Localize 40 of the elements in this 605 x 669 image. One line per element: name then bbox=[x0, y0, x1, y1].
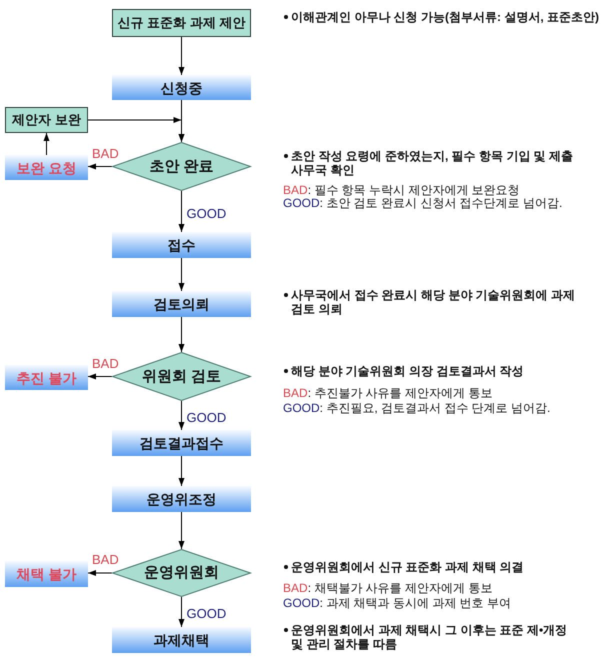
step-box: 접수 bbox=[112, 232, 251, 258]
note-text: GOOD: 초안 검토 완료시 신청서 접수단계로 넘어감. bbox=[283, 196, 564, 210]
step-box: 채택 불가 bbox=[5, 561, 88, 587]
step-box: 검토의뢰 bbox=[112, 291, 251, 317]
edge-label: GOOD bbox=[186, 606, 228, 621]
note-text: 운영위원회에서 과제 채택시 그 이후는 표준 제•개정 및 관리 절차를 따름 bbox=[291, 623, 568, 651]
arrow bbox=[44, 132, 50, 156]
process-box: 신규 표준화 과제 제안 bbox=[112, 9, 251, 37]
note-text: GOOD: 추진필요, 검토결과서 접수 단계로 넘어감. bbox=[283, 401, 552, 415]
note-text: GOOD: 과제 채택과 동시에 과제 번호 부여 bbox=[283, 596, 512, 610]
arrow bbox=[88, 374, 112, 380]
step-box: 운영위조정 bbox=[112, 486, 251, 512]
arrow bbox=[178, 456, 184, 486]
note-text: BAD: 채택불가 사유를 제안자에게 통보 bbox=[283, 581, 494, 595]
note-text: 운영위원회에서 신규 표준화 과제 채택 의결 bbox=[291, 560, 525, 574]
arrow bbox=[178, 258, 184, 292]
arrow bbox=[178, 512, 184, 550]
arrow bbox=[178, 400, 184, 430]
note-text: 이해관계인 아무나 신청 가능(첨부서류: 설명서, 표준초안) bbox=[291, 10, 600, 24]
arrow bbox=[88, 570, 112, 576]
note-text: BAD: 필수 항목 누락시 제안자에게 보완요청 bbox=[283, 183, 521, 197]
step-box: 신청중 bbox=[112, 75, 251, 100]
note-text: 사무국에서 접수 완료시 해당 분야 기술위원회에 과제 검토 의뢰 bbox=[291, 288, 576, 316]
arrow bbox=[88, 164, 112, 170]
note-text: 초안 작성 요령에 준하였는지, 필수 항목 기입 및 제출 사무국 확인 bbox=[291, 149, 574, 177]
note-text: BAD: 추진불가 사유를 제안자에게 통보 bbox=[283, 386, 494, 400]
note-text: 해당 분야 기술위원회 의장 검토결과서 작성 bbox=[291, 364, 525, 378]
arrow bbox=[178, 596, 184, 628]
edge-label: BAD bbox=[91, 552, 120, 567]
edge-label: GOOD bbox=[186, 206, 228, 220]
arrow bbox=[88, 117, 184, 142]
step-box: 과제채택 bbox=[112, 627, 251, 653]
arrow bbox=[178, 36, 184, 76]
step-box: 검토결과접수 bbox=[112, 430, 251, 456]
edge-label: GOOD bbox=[186, 410, 228, 424]
process-box: 제안자 보완 bbox=[5, 107, 88, 133]
step-box: 추진 불가 bbox=[5, 365, 88, 390]
arrow bbox=[178, 190, 184, 232]
step-box: 보완 요청 bbox=[5, 155, 88, 180]
arrow bbox=[178, 316, 184, 352]
